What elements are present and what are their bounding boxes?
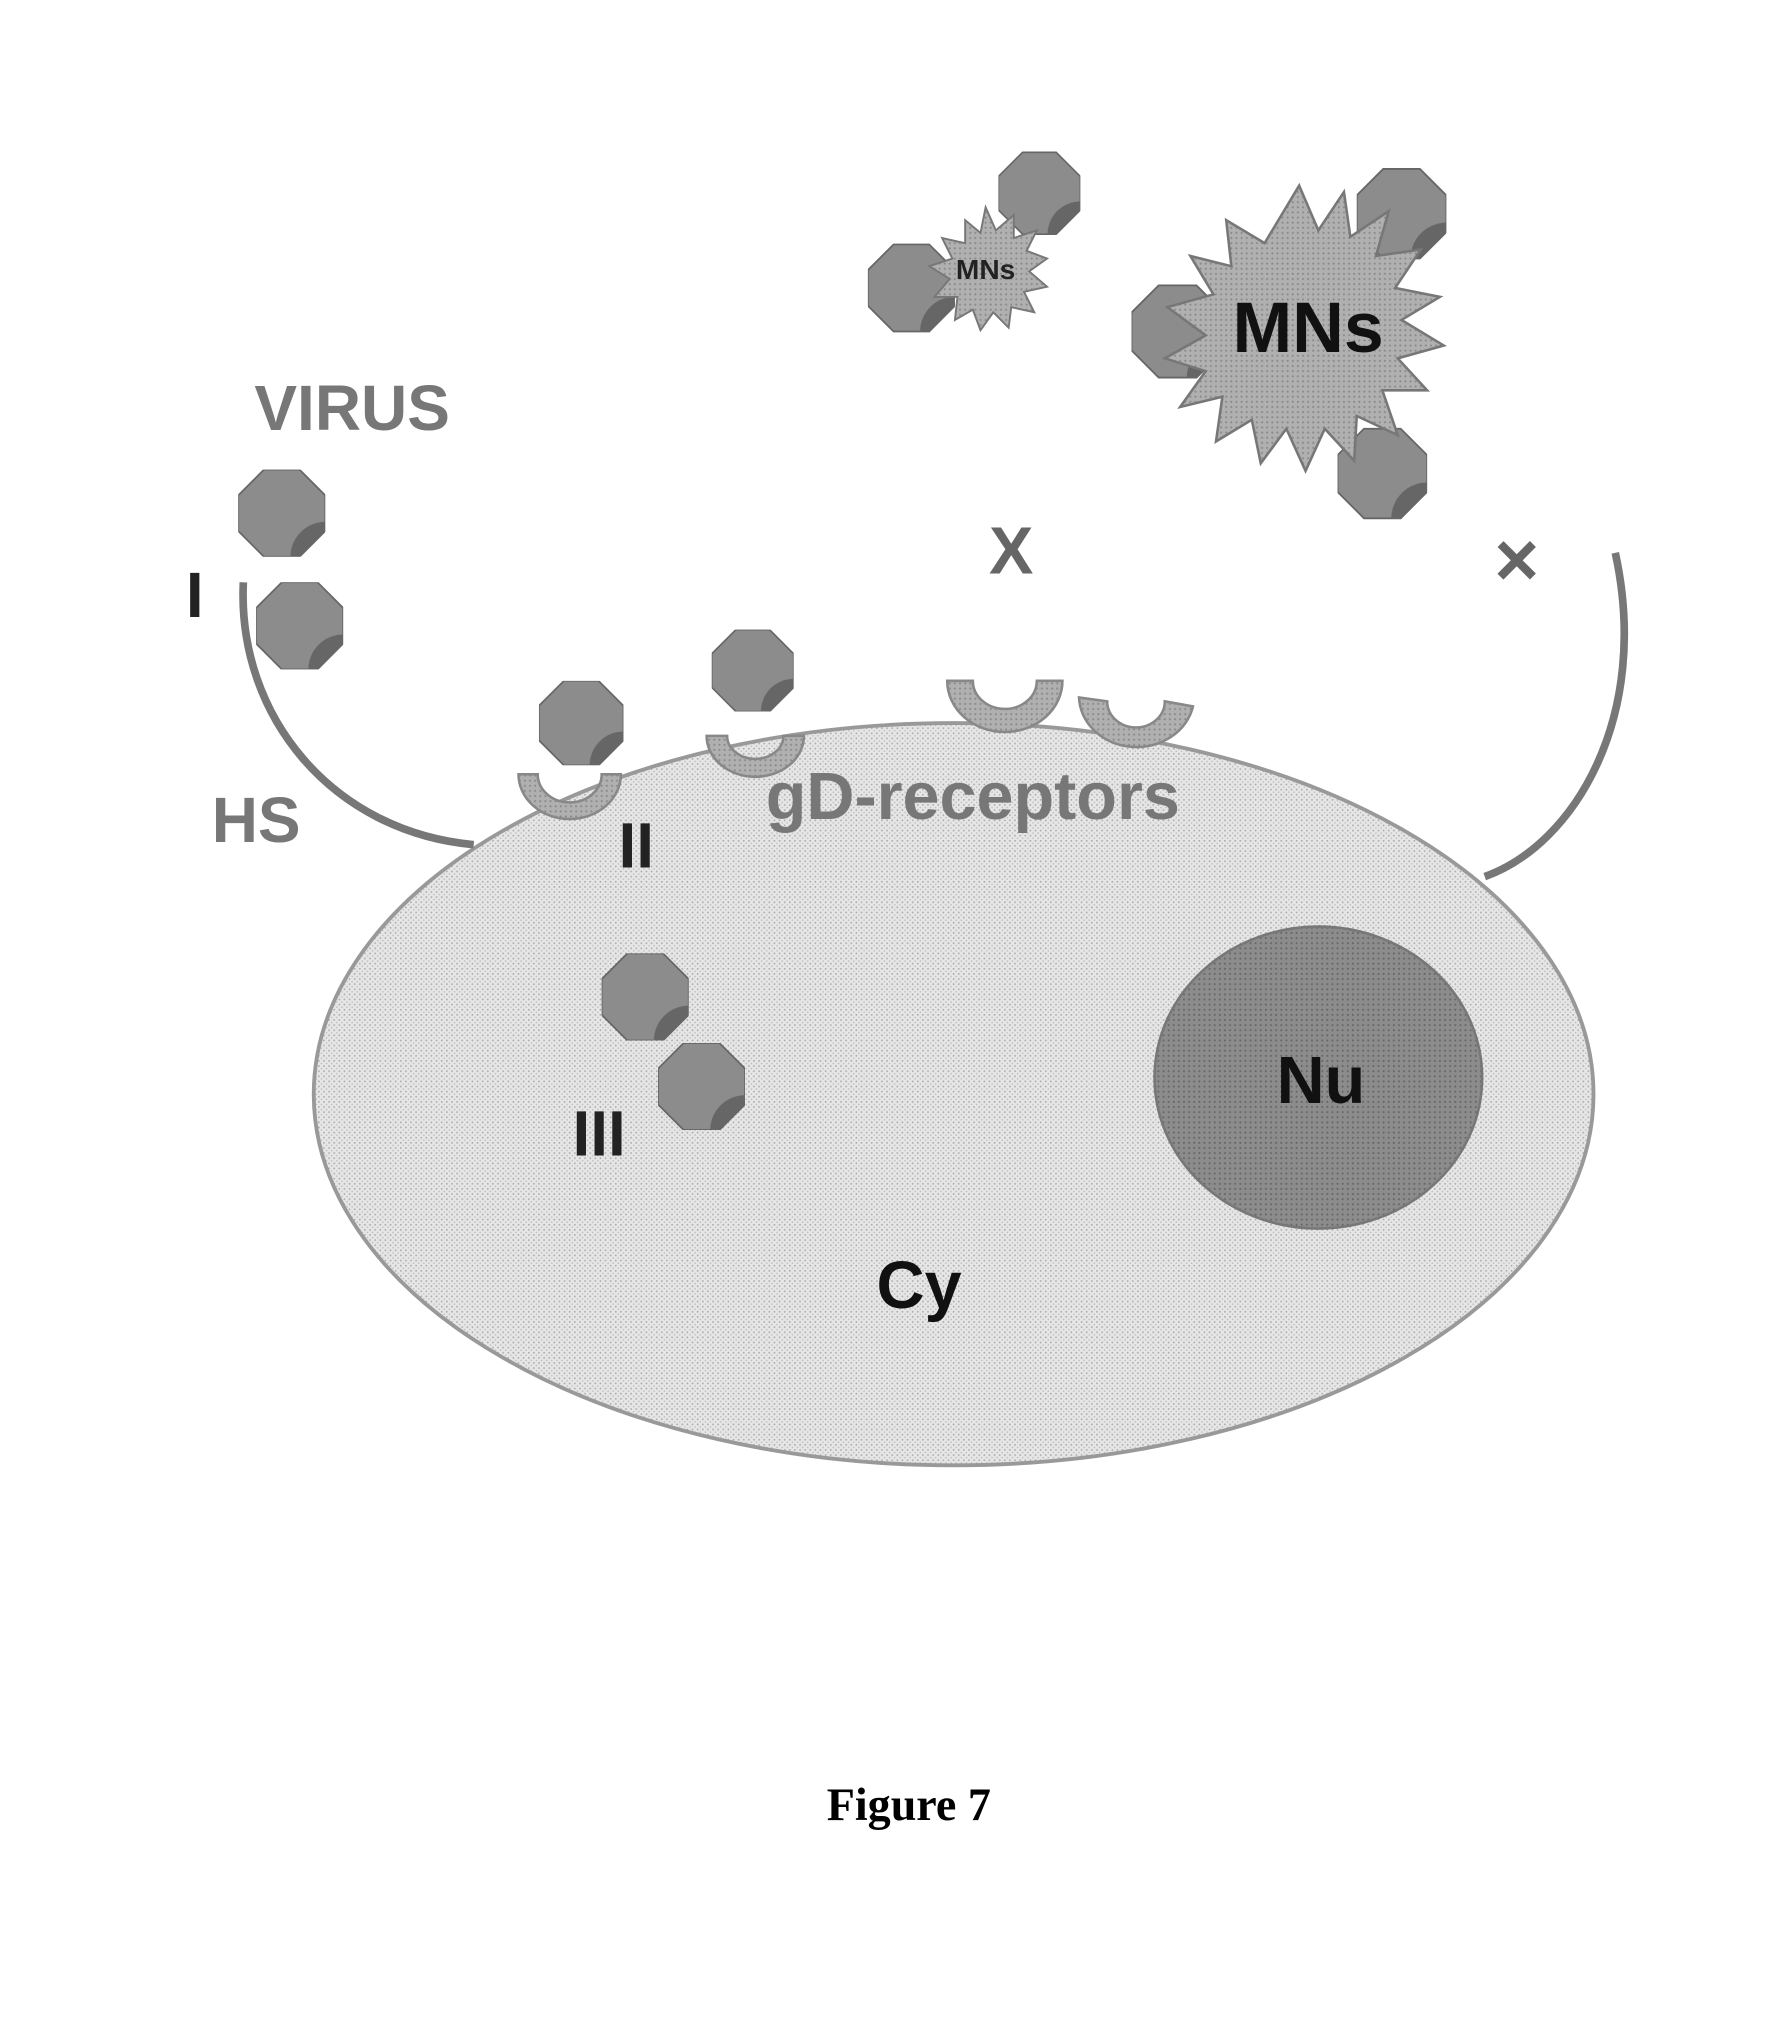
step-i-label: I — [186, 559, 204, 631]
mns-large-label: MNs — [1232, 288, 1383, 368]
nucleus-label: Nu — [1277, 1044, 1366, 1118]
virus-particle-internalized — [602, 953, 689, 1040]
virus-particle-bound — [539, 681, 623, 765]
blocked-mark: X — [989, 514, 1033, 588]
virus-particle-bound — [712, 630, 794, 712]
cytoplasm-label: Cy — [877, 1249, 962, 1323]
step-ii-label: II — [618, 810, 654, 882]
hs-label: HS — [212, 784, 301, 856]
step-iii-label: III — [572, 1098, 625, 1170]
virus-particle-internalized — [658, 1043, 745, 1130]
virus-particle — [238, 470, 325, 557]
virus-particle — [256, 582, 343, 669]
figure-caption: Figure 7 — [827, 1779, 991, 1830]
blocked-mark: × — [1494, 517, 1539, 603]
virus-label: VIRUS — [254, 372, 450, 444]
gd-receptors-label: gD-receptors — [766, 760, 1180, 834]
mns-small-label: MNs — [956, 254, 1015, 285]
